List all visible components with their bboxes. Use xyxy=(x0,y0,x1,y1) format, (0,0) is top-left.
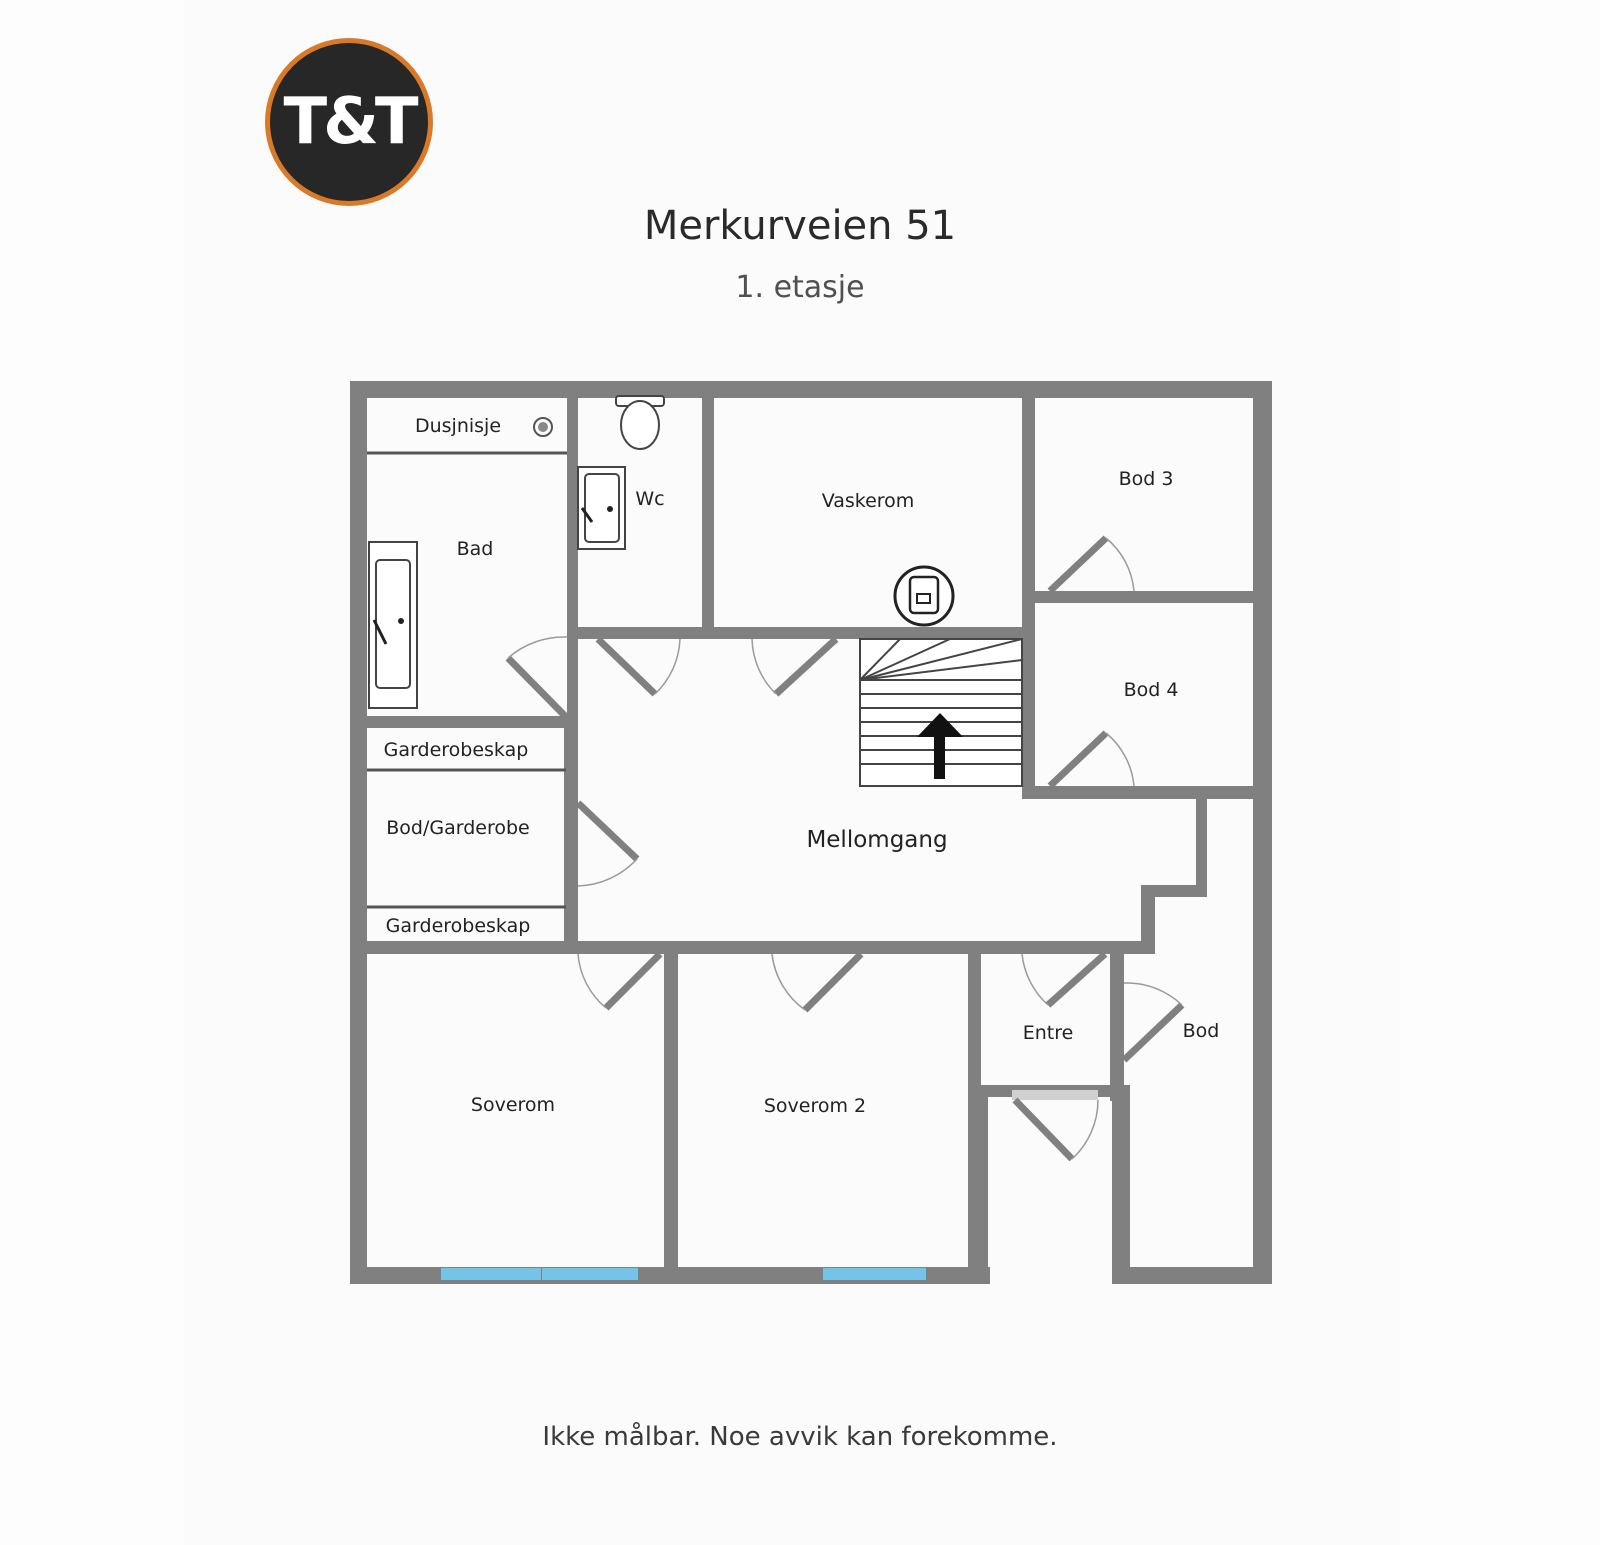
door-main-entry xyxy=(1012,1097,1099,1162)
room-label-bod-garderobe: Bod/Garderobe xyxy=(386,817,529,839)
fixtures xyxy=(368,395,955,709)
toilet-icon xyxy=(615,395,665,450)
door-entre xyxy=(1021,951,1108,1008)
door-bod3 xyxy=(1047,535,1135,594)
room-label-entre: Entre xyxy=(1023,1022,1074,1044)
room-label-bad: Bad xyxy=(457,538,494,560)
door-wc xyxy=(595,636,681,697)
room-label-soverom: Soverom xyxy=(471,1094,555,1116)
room-label-garderobeskap-bottom: Garderobeskap xyxy=(386,915,531,937)
door-soverom2 xyxy=(771,951,864,1013)
bathtub-icon xyxy=(368,541,418,709)
room-label-garderobeskap-top: Garderobeskap xyxy=(384,739,529,761)
property-title: Merkurveien 51 xyxy=(643,203,957,249)
door-bod4 xyxy=(1047,730,1135,789)
stairs xyxy=(859,638,1023,787)
window xyxy=(441,1268,541,1280)
floorplan-sheet xyxy=(184,0,1400,1545)
room-label-mellomgang: Mellomgang xyxy=(806,827,947,853)
door-bod xyxy=(1121,982,1185,1063)
disclaimer-text: Ikke målbar. Noe avvik kan forekomme. xyxy=(542,1422,1058,1452)
divider-lines xyxy=(367,451,567,909)
door-soverom xyxy=(577,951,663,1011)
tt-logo: T&T xyxy=(265,38,433,206)
door-bod-garderobe xyxy=(575,800,640,887)
window xyxy=(823,1268,926,1280)
interior-walls xyxy=(350,381,1272,1284)
room-label-vaskerom: Vaskerom xyxy=(822,490,915,512)
shower-drain-icon xyxy=(533,417,553,437)
floor-subtitle: 1. etasje xyxy=(735,270,865,305)
doors xyxy=(505,535,1185,1162)
room-label-dusjnisje: Dusjnisje xyxy=(415,415,501,437)
room-labels: Dusjnisje Bad Wc Vaskerom Bod 3 Bod 4 Ga… xyxy=(384,415,1220,1117)
logo-text: T&T xyxy=(283,85,418,159)
room-label-bod3: Bod 3 xyxy=(1119,468,1174,490)
room-label-soverom2: Soverom 2 xyxy=(764,1095,866,1117)
room-label-bod: Bod xyxy=(1183,1020,1220,1042)
room-label-bod4: Bod 4 xyxy=(1124,679,1179,701)
windows xyxy=(441,1268,926,1280)
stair-up-arrow-icon xyxy=(917,713,963,779)
sink-icon xyxy=(577,466,626,550)
door-bad xyxy=(505,636,570,721)
room-label-wc: Wc xyxy=(635,488,664,510)
window xyxy=(542,1268,638,1280)
water-heater-icon xyxy=(893,565,955,627)
door-vaskerom xyxy=(751,636,839,697)
